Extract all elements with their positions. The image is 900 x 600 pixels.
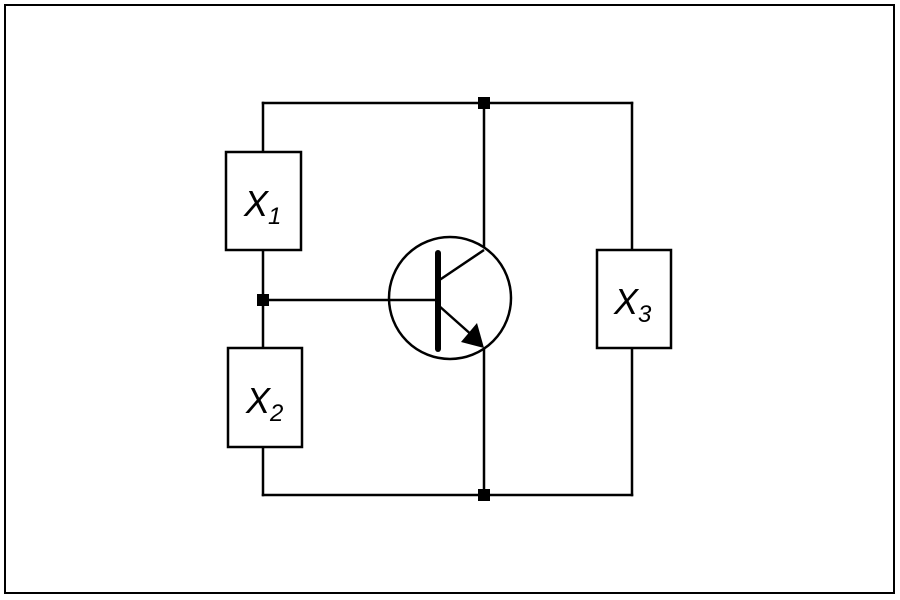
label-x2: X2 <box>245 380 283 427</box>
label-x3: X3 <box>613 281 652 328</box>
label-x1: X1 <box>243 183 281 230</box>
emitter-arrow-icon <box>461 323 484 348</box>
component-x3-box <box>595 248 673 350</box>
junction-dot-left <box>257 294 269 306</box>
component-x1-box <box>224 150 303 252</box>
component-x2-box <box>226 346 304 449</box>
junction-dot-top <box>478 97 490 109</box>
transistor <box>387 235 513 361</box>
transistor-emitter-leg <box>437 304 475 338</box>
junction-dot-bottom <box>478 489 490 501</box>
transistor-collector-leg <box>437 248 485 283</box>
diagram-frame <box>4 4 895 594</box>
transistor-circle <box>387 235 513 361</box>
